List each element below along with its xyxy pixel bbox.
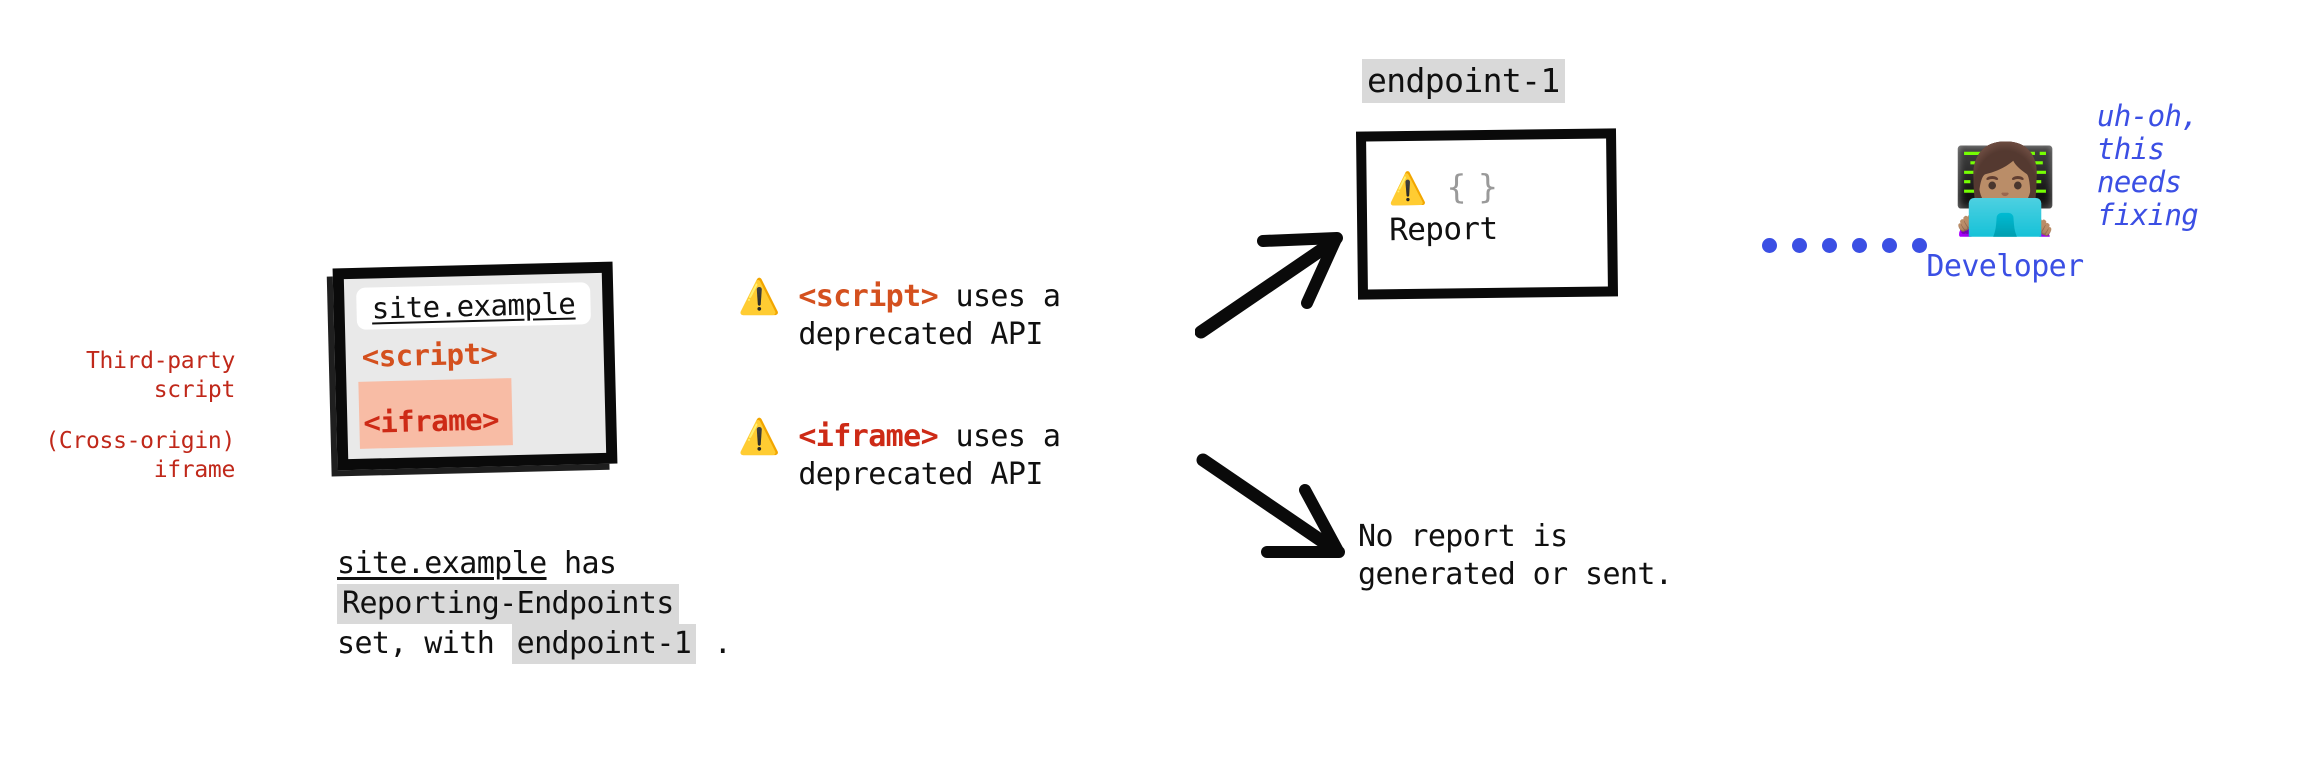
- connector-dot: [1852, 238, 1867, 253]
- report-box: ⚠️ { } Report: [1355, 128, 1619, 300]
- label-third-party-script: Third-party script: [85, 348, 235, 403]
- arrow-to-no-report-icon: [1196, 453, 1345, 558]
- warning-script-text: <script> uses a deprecated API: [798, 278, 1061, 354]
- report-box-content: ⚠️ { } Report: [1388, 166, 1499, 249]
- browser-iframe-tag: <iframe>: [362, 402, 500, 440]
- caption-line-3: set, with endpoint-1 .: [337, 624, 732, 664]
- no-report-line-1: No report is: [1358, 519, 1568, 554]
- warning-script-line-2: deprecated API: [798, 317, 1043, 352]
- no-report-line-2: generated or sent.: [1358, 557, 1673, 592]
- endpoint-chip-text: endpoint-1: [1362, 59, 1565, 103]
- warning-script-line-1: <script> uses a: [798, 278, 1061, 316]
- warning-iframe-text: <iframe> uses a deprecated API: [798, 418, 1061, 494]
- caption-set-with: set, with: [337, 626, 512, 661]
- developer-label: Developer: [1926, 249, 2084, 284]
- browser-frame: site.example <script> <iframe>: [332, 261, 618, 471]
- warning-script-rest: uses a: [938, 279, 1061, 314]
- developer-quote: uh-oh, this needs fixing: [2097, 99, 2199, 232]
- caption-line-1: site.example has: [337, 545, 731, 583]
- warning-script-tag: <script>: [798, 279, 939, 314]
- label-cross-origin-iframe: (Cross-origin) iframe: [45, 428, 235, 483]
- browser-url-text: site.example: [371, 286, 576, 326]
- warning-iframe-tag: <iframe>: [798, 419, 939, 454]
- report-box-frame: ⚠️ { } Report: [1355, 128, 1619, 300]
- caption-line-2: Reporting-Endpoints: [337, 584, 731, 624]
- no-report-message: No report is generated or sent.: [1358, 518, 1673, 594]
- browser-url-bar[interactable]: site.example: [356, 282, 592, 330]
- connector-dot: [1792, 238, 1807, 253]
- developer-figure: 👩🏽‍💻 Developer: [1915, 145, 2095, 284]
- caption-period: .: [696, 626, 732, 661]
- warning-iframe-line-2: deprecated API: [798, 457, 1043, 492]
- browser-caption: site.example has Reporting-Endpoints set…: [337, 545, 732, 664]
- endpoint-chip-label: endpoint-1: [1362, 59, 1565, 103]
- curly-braces-icon: { }: [1445, 166, 1499, 207]
- warning-triangle-icon: ⚠️: [1388, 170, 1428, 208]
- browser-script-tag: <script>: [361, 336, 498, 374]
- developer-avatar-icon: 👩🏽‍💻: [1951, 140, 2059, 240]
- connector-dot: [1822, 238, 1837, 253]
- report-box-label: Report: [1388, 210, 1498, 249]
- warning-triangle-icon: ⚠️: [738, 417, 781, 457]
- connector-dot: [1882, 238, 1897, 253]
- report-box-glyph-row: ⚠️ { }: [1388, 166, 1499, 208]
- caption-endpoint-chip: endpoint-1: [511, 624, 697, 664]
- dotted-connector-to-developer: [1762, 238, 1927, 253]
- warning-iframe-line-1: <iframe> uses a: [798, 418, 1061, 456]
- caption-reporting-endpoints-chip: Reporting-Endpoints: [337, 584, 679, 624]
- warning-iframe-rest: uses a: [938, 419, 1061, 454]
- caption-host: site.example: [337, 546, 547, 581]
- arrow-to-report-icon: [1195, 232, 1343, 339]
- warning-row-iframe: ⚠️ <iframe> uses a deprecated API: [738, 417, 1061, 494]
- warning-triangle-icon: ⚠️: [738, 277, 781, 317]
- connector-dot: [1912, 238, 1927, 253]
- caption-has: has: [546, 546, 617, 581]
- browser-window: site.example <script> <iframe>: [332, 261, 618, 471]
- warning-row-script: ⚠️ <script> uses a deprecated API: [738, 277, 1061, 354]
- connector-dot: [1762, 238, 1777, 253]
